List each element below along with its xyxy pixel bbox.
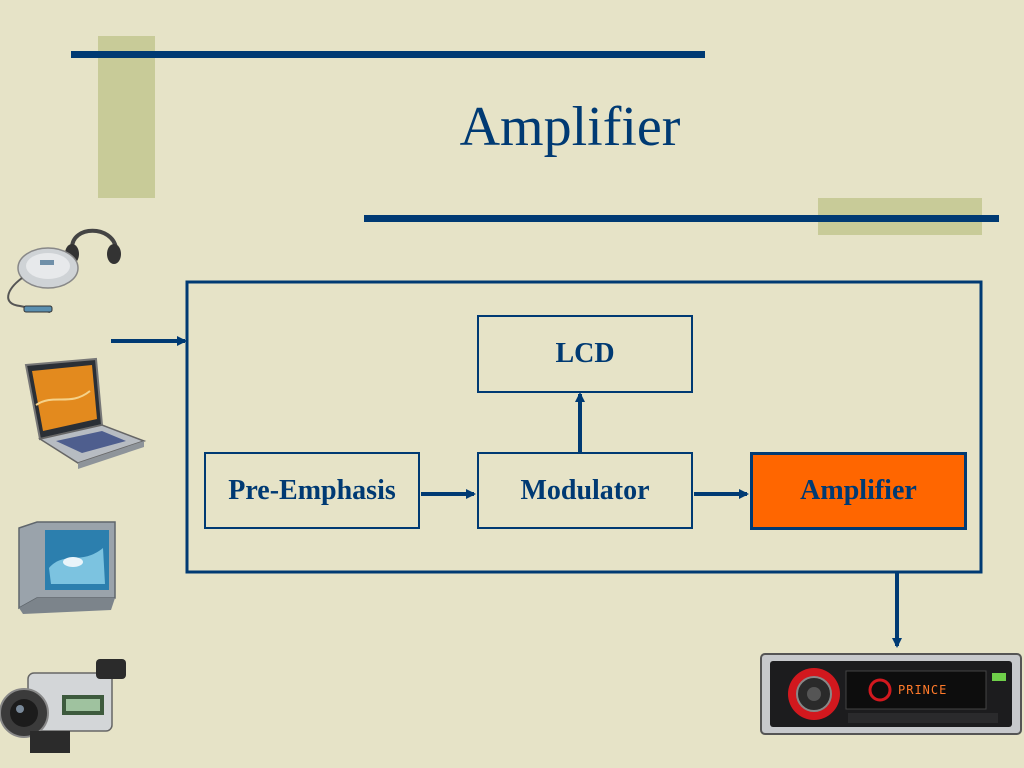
laptop-icon (24, 357, 147, 469)
amplifier-block: Amplifier (750, 452, 967, 530)
slide-title: Amplifier (459, 96, 681, 158)
top-rule (71, 51, 705, 58)
cd-player-icon (7, 228, 121, 313)
modulator-block: Modulator (477, 452, 693, 529)
lcd-block: LCD (477, 315, 693, 393)
camcorder-icon (0, 659, 126, 753)
bottom-rule (364, 215, 999, 222)
system-frame (185, 280, 983, 574)
television-icon (18, 521, 116, 614)
accent-block-left (98, 36, 155, 198)
car-stereo-display-text: PRINCE (898, 683, 948, 697)
pre-emphasis-block: Pre-Emphasis (204, 452, 420, 529)
car-stereo-icon (760, 653, 1022, 735)
